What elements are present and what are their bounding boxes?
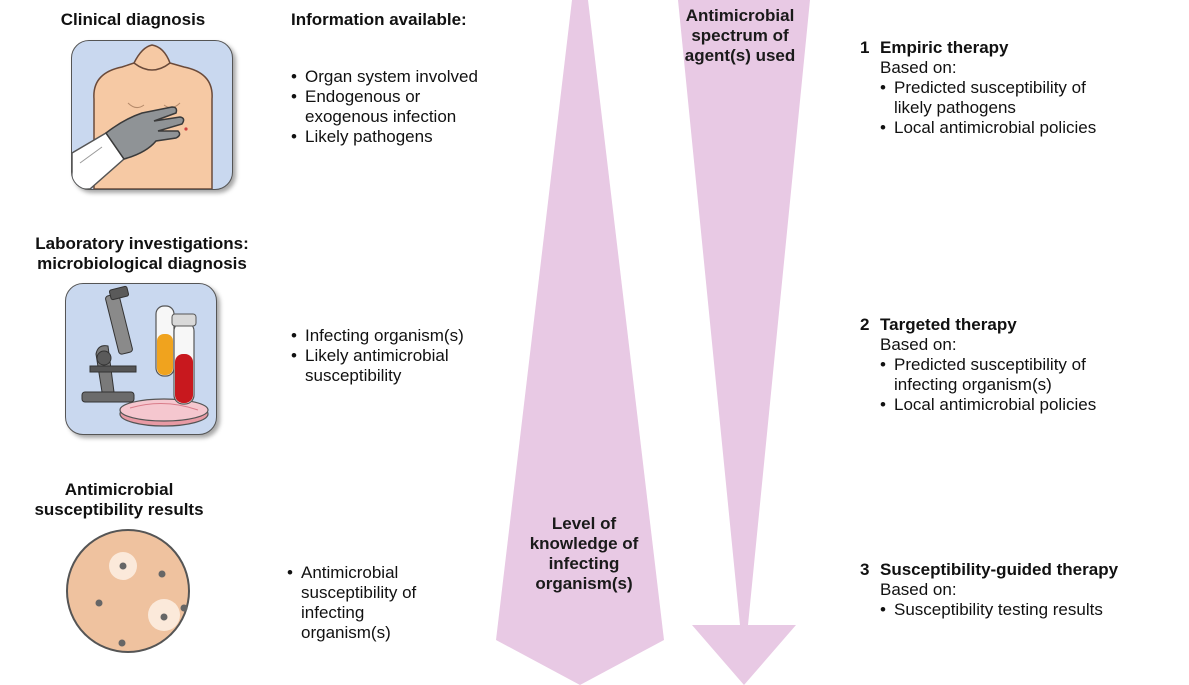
laboratory-bullet-list: Infecting organism(s) Likely antimicrobi…: [291, 326, 491, 386]
list-item: Local antimicrobial policies: [880, 118, 1100, 138]
therapy-number: 2: [860, 315, 870, 334]
therapy-title: Targeted therapy: [880, 315, 1017, 334]
therapy-number: 1: [860, 38, 870, 57]
based-on-label: Based on:: [880, 58, 957, 77]
list-item: Susceptibility testing results: [880, 600, 1180, 620]
based-on-label: Based on:: [880, 580, 957, 599]
susceptibility-heading: Antimicrobial susceptibility results: [34, 480, 204, 519]
clinical-examination-icon: [71, 40, 233, 190]
list-item: Predicted susceptibility of likely patho…: [880, 78, 1100, 118]
spectrum-arrow: [678, 0, 810, 685]
clinical-diagnosis-heading: Clinical diagnosis: [60, 10, 206, 29]
therapy-2: 2 Targeted therapy Based on: Predicted su…: [860, 315, 1180, 415]
knowledge-arrow-label: Level of knowledge of infecting organism…: [529, 514, 639, 593]
laboratory-microscope-icon: [65, 283, 217, 435]
list-item: Local antimicrobial policies: [880, 395, 1180, 415]
susceptibility-bullet-list: Antimicrobial susceptibility of infectin…: [287, 563, 457, 643]
list-item: Likely pathogens: [291, 127, 491, 147]
therapy-title: Susceptibility-guided therapy: [880, 560, 1119, 579]
therapy-3: 3 Susceptibility-guided therapy Based on:…: [860, 560, 1185, 620]
list-item: Predicted susceptibility of infecting or…: [880, 355, 1114, 395]
list-item: Endogenous or exogenous infection: [291, 87, 491, 127]
therapy-title: Empiric therapy: [880, 38, 1009, 57]
info-available-heading: Information available:: [291, 10, 467, 29]
petri-dish-icon: [66, 529, 190, 653]
knowledge-arrow: [496, 0, 664, 685]
laboratory-heading: Laboratory investigations: microbiologic…: [35, 234, 249, 273]
therapy-1: 1 Empiric therapy Based on: Predicted sus…: [860, 38, 1180, 138]
list-item: Organ system involved: [291, 67, 491, 87]
therapy-number: 3: [860, 560, 870, 579]
based-on-label: Based on:: [880, 335, 957, 354]
list-item: Likely antimicrobial susceptibility: [291, 346, 491, 386]
list-item: Antimicrobial susceptibility of infectin…: [287, 563, 457, 643]
clinical-bullet-list: Organ system involved Endogenous or exog…: [291, 67, 491, 147]
list-item: Infecting organism(s): [291, 326, 491, 346]
spectrum-arrow-label: Antimicrobial spectrum of agent(s) used: [684, 6, 796, 65]
